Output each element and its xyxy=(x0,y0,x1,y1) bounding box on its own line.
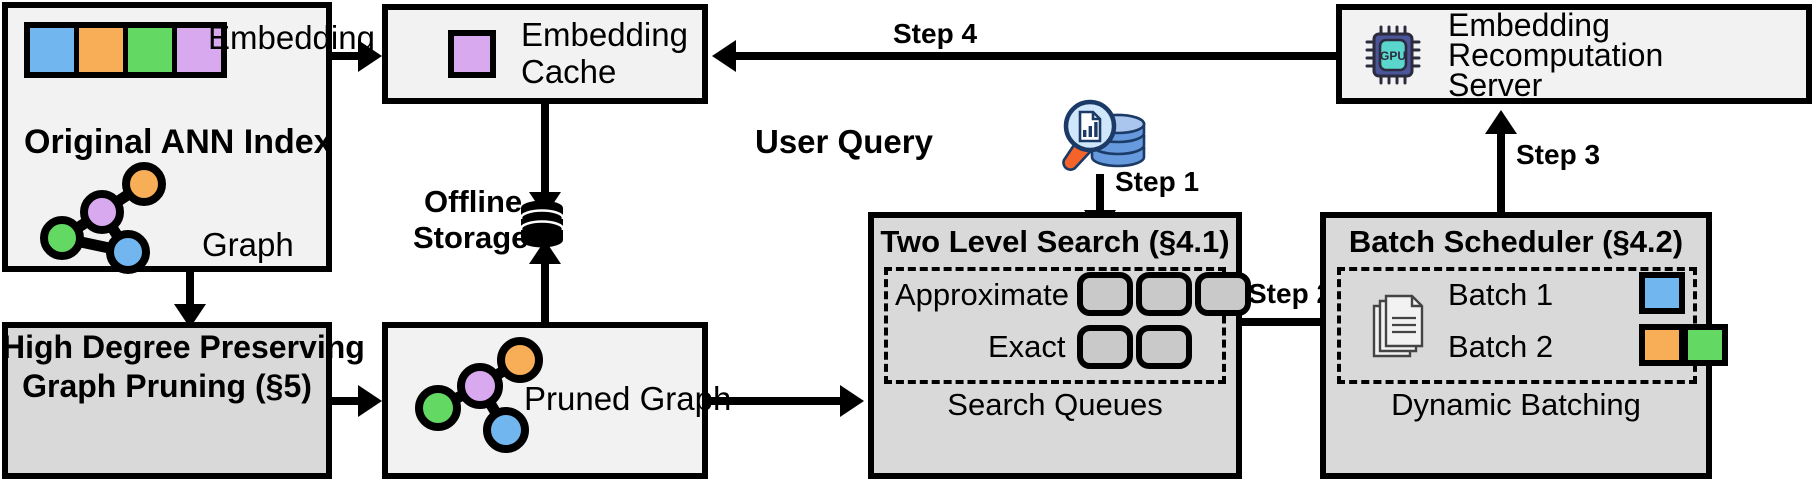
documents-stack-icon xyxy=(1372,294,1424,358)
embedding-chip-orange xyxy=(79,28,128,72)
graph-label: Graph xyxy=(202,226,294,263)
graph-node-blue xyxy=(106,230,150,274)
arrow-cache-to-storage-line xyxy=(541,104,549,196)
graph-pruning-title-line1: High Degree Preserving xyxy=(2,329,365,365)
arrow-index-to-pruning-line xyxy=(186,272,194,306)
exact-slot xyxy=(1077,325,1133,369)
offline-storage-line1: Offline xyxy=(424,184,523,219)
step3-label: Step 3 xyxy=(1516,139,1601,170)
arrow-pruning-to-pruned-line xyxy=(332,397,360,405)
pruned-node-blue xyxy=(483,407,529,453)
graph-pruning-title-line2: Graph Pruning (§5) xyxy=(22,368,312,404)
exact-row-label: Exact xyxy=(988,329,1066,364)
arrow-pruning-to-pruned-head xyxy=(358,385,382,417)
approximate-slot xyxy=(1077,272,1133,316)
gpu-chip-icon: GPU xyxy=(1365,25,1421,85)
pruned-node-purple xyxy=(457,363,503,409)
batch-2-label: Batch 2 xyxy=(1448,329,1554,364)
recomputation-server-box xyxy=(1336,4,1812,104)
embedding-chip-green xyxy=(128,28,177,72)
approximate-slot xyxy=(1136,272,1192,316)
dynamic-batching-footer: Dynamic Batching xyxy=(1391,387,1641,422)
arrow-step1-line xyxy=(1096,174,1104,214)
approximate-slot-row xyxy=(1077,272,1251,316)
batch-1-swatch-blue xyxy=(1639,272,1685,314)
embedding-chip-row xyxy=(24,22,227,78)
batch-2-swatch-green xyxy=(1682,324,1728,366)
graph-node-purple xyxy=(80,190,124,234)
exact-slot-row xyxy=(1077,325,1192,369)
arrow-pruned-to-search-line xyxy=(708,397,842,405)
step4-label: Step 4 xyxy=(893,18,978,49)
batch-1-label: Batch 1 xyxy=(1448,277,1554,312)
batch-scheduler-title: Batch Scheduler (§4.2) xyxy=(1348,224,1684,259)
step1-label: Step 1 xyxy=(1115,166,1200,197)
embedding-cache-box xyxy=(382,4,708,104)
embedding-label: Embedding xyxy=(208,19,375,56)
pruned-graph-box xyxy=(382,322,708,479)
arrow-step4-head xyxy=(712,40,736,72)
offline-storage-line2: Storage xyxy=(413,220,529,255)
recomputation-server-line2: Recomputation xyxy=(1448,37,1664,73)
arrow-step3-head xyxy=(1485,110,1517,134)
graph-node-orange xyxy=(122,162,166,206)
approximate-row-label: Approximate xyxy=(895,277,1070,312)
original-index-graph xyxy=(40,162,166,274)
exact-slot xyxy=(1136,325,1192,369)
embedding-chip-blue xyxy=(30,28,79,72)
graph-node-green xyxy=(40,216,84,260)
embedding-cache-swatch xyxy=(448,30,496,78)
arrow-index-to-cache-line xyxy=(332,52,360,60)
arrow-step4-line xyxy=(736,52,1336,60)
batch-2-swatch-orange xyxy=(1639,324,1685,366)
pruned-node-green xyxy=(415,385,461,431)
two-level-search-title: Two Level Search (§4.1) xyxy=(880,224,1230,259)
search-queues-panel xyxy=(884,267,1226,384)
search-queues-footer: Search Queues xyxy=(947,387,1163,422)
original-ann-index-title: Original ANN Index xyxy=(24,123,333,161)
recomputation-server-line3: Server xyxy=(1448,67,1543,103)
pruned-graph-figure xyxy=(415,337,543,453)
query-search-database-icon xyxy=(1062,99,1146,171)
recomputation-server-line1: Embedding xyxy=(1448,7,1610,43)
embedding-chip-purple xyxy=(177,28,221,72)
arrow-pruned-to-storage-line xyxy=(541,262,549,322)
arrow-step3-line xyxy=(1497,132,1505,212)
embedding-cache-title-line2: Cache xyxy=(521,53,617,90)
arrow-pruned-to-search-head xyxy=(840,385,864,417)
user-query-label: User Query xyxy=(755,123,933,160)
arrow-index-to-cache-head xyxy=(358,40,382,72)
approximate-slot xyxy=(1195,272,1251,316)
database-icon xyxy=(519,200,565,248)
embedding-cache-title-line1: Embedding xyxy=(521,16,688,53)
graph-pruning-box xyxy=(2,322,332,479)
arrow-step2-line xyxy=(1242,318,1334,326)
gpu-icon-text: GPU xyxy=(1380,49,1406,63)
pruned-node-orange xyxy=(497,337,543,383)
pruned-graph-label: Pruned Graph xyxy=(524,380,732,417)
